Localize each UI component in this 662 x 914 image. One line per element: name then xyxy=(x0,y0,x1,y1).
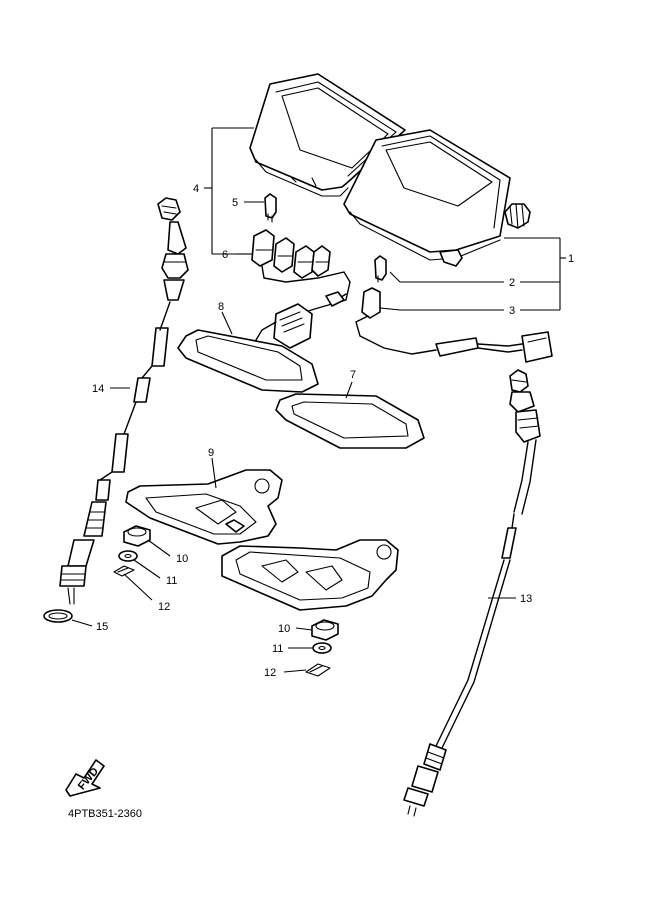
callout-11-right: 11 xyxy=(272,643,283,655)
callout-labels: 1 2 3 4 5 6 7 8 9 10 11 12 13 14 15 10 1… xyxy=(92,183,574,679)
callout-15: 15 xyxy=(96,621,108,633)
callout-14: 14 xyxy=(92,383,104,395)
tachometer-cable-13 xyxy=(403,369,541,817)
callout-11-left: 11 xyxy=(166,575,177,587)
callout-3: 3 xyxy=(509,305,515,317)
bulb-2 xyxy=(374,255,387,283)
callout-5: 5 xyxy=(232,197,238,209)
callout-2: 2 xyxy=(509,277,515,289)
bulb-socket-lead-3 xyxy=(355,287,553,363)
callout-4: 4 xyxy=(193,183,199,195)
callout-6: 6 xyxy=(222,249,228,261)
callout-13: 13 xyxy=(520,593,532,605)
bulb-socket-cluster-6 xyxy=(251,229,351,349)
grommet-10-left xyxy=(123,525,151,547)
o-ring-15 xyxy=(43,609,73,623)
forward-direction-badge: FWD xyxy=(65,759,105,797)
callout-8: 8 xyxy=(218,301,224,313)
grommet-10-right xyxy=(311,619,339,641)
callout-9: 9 xyxy=(208,447,214,459)
callout-1: 1 xyxy=(568,253,574,265)
bulb-5 xyxy=(264,193,277,223)
drawing-code: 4PTB351-2360 xyxy=(68,808,142,820)
bracket-9-upper xyxy=(125,469,283,545)
gasket-7 xyxy=(275,393,425,449)
clip-12-right xyxy=(305,663,331,677)
callout-7: 7 xyxy=(350,369,356,381)
speedometer-cable-14 xyxy=(59,197,189,605)
collar-11-left xyxy=(118,550,138,562)
callout-12-left: 12 xyxy=(158,601,170,613)
meter-housing-right xyxy=(343,129,531,267)
clip-12-left xyxy=(113,565,135,577)
bracket-9-lower xyxy=(221,539,399,611)
callout-10-left: 10 xyxy=(176,553,188,565)
callout-12-right: 12 xyxy=(264,667,276,679)
callout-10-right: 10 xyxy=(278,623,290,635)
collar-11-right xyxy=(312,642,332,654)
leader-lines xyxy=(71,127,566,673)
gasket-8 xyxy=(177,329,319,393)
